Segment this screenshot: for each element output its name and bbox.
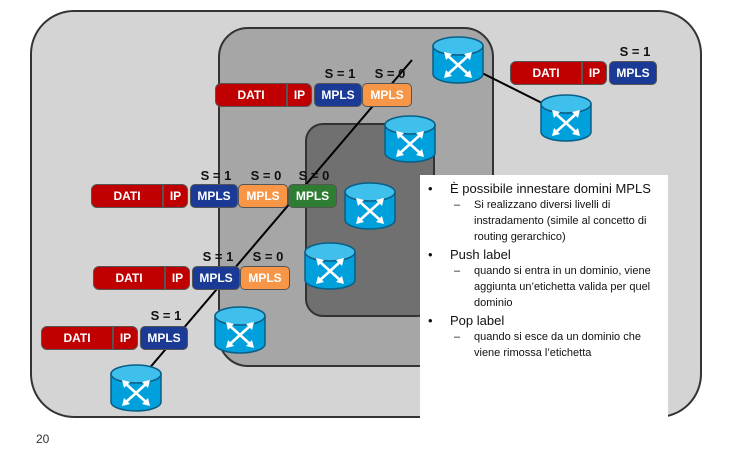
dash-mark: –	[454, 331, 461, 343]
mpls-label-blue: MPLS	[314, 83, 362, 107]
router-icon	[382, 113, 438, 165]
mpls-label-orange: MPLS	[238, 184, 288, 208]
label-stack: DATI IP MPLS MPLS	[215, 83, 412, 107]
label-stack: DATI IP MPLS MPLS MPLS	[91, 184, 337, 208]
router-icon	[342, 180, 398, 232]
sub-item: – quando si esce da un dominio che viene…	[428, 329, 662, 361]
s-bit-label: S = 0	[374, 66, 406, 81]
explanation-textbox: • È possibile innestare domini MPLS – Si…	[420, 175, 668, 418]
bullet-text: Pop label	[450, 313, 505, 328]
sub-item: – Si realizzano diversi livelli di instr…	[428, 197, 662, 245]
mpls-label-blue: MPLS	[190, 184, 238, 208]
router-icon	[302, 240, 358, 292]
mpls-label-blue: MPLS	[192, 266, 240, 290]
page-number: 20	[36, 432, 50, 446]
bullet-mark: •	[428, 247, 433, 262]
ip-cell: IP	[113, 326, 138, 350]
ip-cell: IP	[165, 266, 190, 290]
bullet-mark: •	[428, 181, 433, 196]
s-bit-label: S = 0	[252, 249, 284, 264]
s-bit-label: S = 1	[619, 44, 651, 59]
ip-cell: IP	[287, 83, 312, 107]
bullet-text: È possibile innestare domini MPLS	[450, 181, 651, 196]
bullet-item: • È possibile innestare domini MPLS	[428, 181, 662, 197]
mpls-label-green: MPLS	[288, 184, 337, 208]
label-stack: DATI IP MPLS MPLS	[93, 266, 290, 290]
dati-cell: DATI	[91, 184, 163, 208]
router-icon	[212, 304, 268, 356]
bullet-mark: •	[428, 313, 433, 328]
mpls-label-orange: MPLS	[240, 266, 290, 290]
dati-cell: DATI	[215, 83, 287, 107]
dati-cell: DATI	[93, 266, 165, 290]
router-icon	[108, 362, 164, 414]
dati-cell: DATI	[41, 326, 113, 350]
sub-item: – quando si entra in un dominio, viene a…	[428, 263, 662, 311]
mpls-label-blue: MPLS	[140, 326, 188, 350]
dash-mark: –	[454, 199, 461, 211]
router-icon	[430, 34, 486, 86]
s-bit-label: S = 1	[150, 308, 182, 323]
ip-cell: IP	[582, 61, 607, 85]
bullet-text: Push label	[450, 247, 511, 262]
s-bit-label: S = 0	[298, 168, 330, 183]
ip-cell: IP	[163, 184, 188, 208]
mpls-label-orange: MPLS	[362, 83, 412, 107]
s-bit-label: S = 1	[202, 249, 234, 264]
label-stack: DATI IP MPLS	[41, 326, 188, 350]
s-bit-label: S = 1	[200, 168, 232, 183]
sub-text: quando si esce da un dominio che viene r…	[474, 331, 641, 359]
dash-mark: –	[454, 265, 461, 277]
s-bit-label: S = 1	[324, 66, 356, 81]
bullet-item: • Push label	[428, 247, 662, 263]
label-stack: DATI IP MPLS	[510, 61, 657, 85]
dati-cell: DATI	[510, 61, 582, 85]
bullet-item: • Pop label	[428, 313, 662, 329]
s-bit-label: S = 0	[250, 168, 282, 183]
mpls-label-blue: MPLS	[609, 61, 657, 85]
sub-text: Si realizzano diversi livelli di instrad…	[474, 199, 647, 243]
sub-text: quando si entra in un dominio, viene agg…	[474, 265, 651, 309]
router-icon	[538, 92, 594, 144]
